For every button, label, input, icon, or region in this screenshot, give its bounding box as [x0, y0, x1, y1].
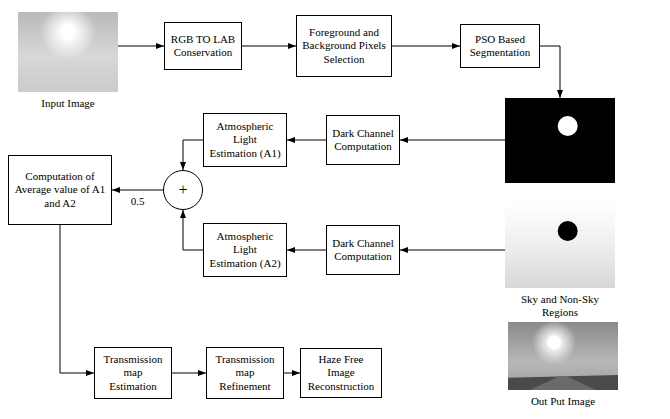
operator-symbol: + — [178, 182, 187, 198]
box-label: Atmospheric Light Estimation (A1) — [208, 120, 282, 160]
flow-arrow — [242, 46, 296, 47]
box-label: Haze Free Image Reconstruction — [305, 353, 377, 393]
image-node: Out Put Image — [508, 322, 618, 408]
flow-arrow — [118, 46, 164, 47]
process-box: Transmission map Refinement — [206, 347, 284, 399]
image-caption: Sky and Non-Sky Regions — [505, 293, 615, 319]
process-box: Haze Free Image Reconstruction — [300, 348, 382, 398]
box-label: Transmission map Estimation — [99, 353, 167, 393]
image-node: Input Image — [18, 12, 118, 110]
box-label: RGB TO LAB Conservation — [169, 33, 237, 59]
flow-arrow — [284, 373, 300, 374]
flow-arrow — [287, 140, 326, 141]
image-node: Sky and Non-Sky Regions — [505, 98, 615, 319]
box-label: Atmospheric Light Estimation (A2) — [208, 230, 282, 270]
image-caption: Input Image — [18, 97, 118, 110]
photo-illustration — [505, 203, 615, 288]
process-box: Computation of Average value of A1 and A… — [8, 155, 112, 225]
flow-arrow — [172, 373, 206, 374]
process-box: Foreground and Background Pixels Selecti… — [296, 15, 392, 77]
process-box: Dark Channel Computation — [326, 115, 400, 165]
flow-arrow — [392, 46, 460, 47]
flow-arrow — [400, 140, 505, 141]
photo-illustration — [508, 322, 618, 390]
flow-arrow — [540, 46, 560, 98]
flow-arrow — [112, 190, 163, 191]
box-label: PSO Based Segmentation — [465, 33, 535, 59]
flow-arrow — [60, 225, 94, 373]
process-box: RGB TO LAB Conservation — [164, 22, 242, 70]
box-label: Dark Channel Computation — [331, 127, 395, 153]
process-box: Dark Channel Computation — [326, 225, 400, 275]
photo-illustration — [18, 12, 118, 92]
box-label: Computation of Average value of A1 and A… — [13, 170, 107, 210]
flow-arrow — [400, 250, 505, 251]
image-caption: Out Put Image — [508, 395, 618, 408]
box-label: Transmission map Refinement — [211, 353, 279, 393]
process-box: Transmission map Estimation — [94, 347, 172, 399]
process-box: Atmospheric Light Estimation (A2) — [203, 223, 287, 277]
flow-arrow — [183, 140, 203, 170]
box-label: Foreground and Background Pixels Selecti… — [301, 26, 387, 66]
flow-arrow — [183, 210, 203, 250]
process-box: PSO Based Segmentation — [460, 24, 540, 68]
process-box: Atmospheric Light Estimation (A1) — [203, 113, 287, 167]
sum-junction: + — [163, 170, 203, 210]
edge-label: 0.5 — [130, 195, 146, 208]
flow-arrow — [287, 250, 326, 251]
box-label: Dark Channel Computation — [331, 237, 395, 263]
photo-illustration — [505, 98, 615, 183]
